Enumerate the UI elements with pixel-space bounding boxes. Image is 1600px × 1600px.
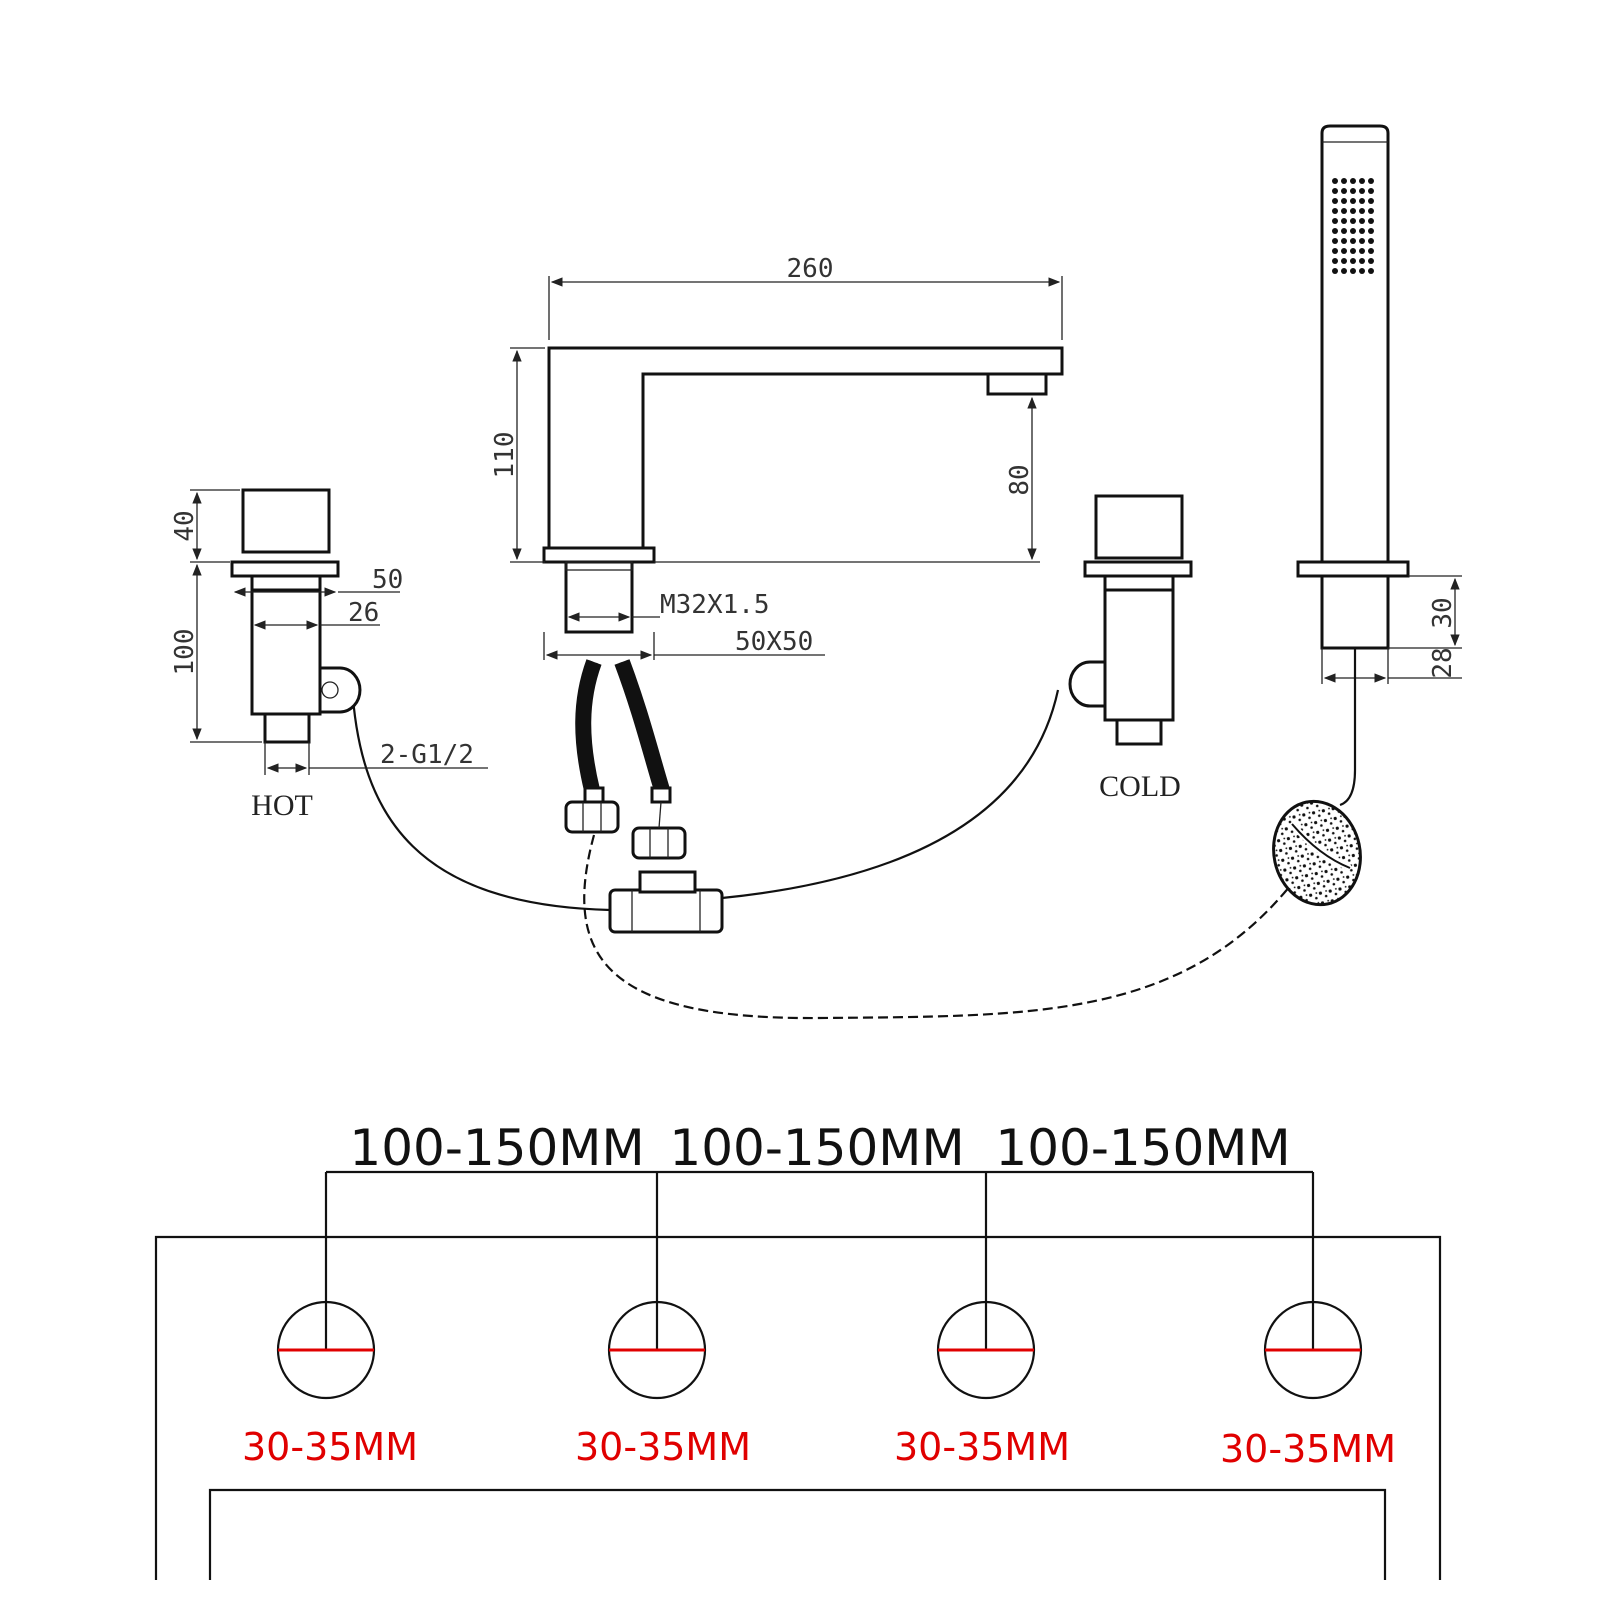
dim-handle-height: 40	[170, 510, 200, 541]
shower-hose-upper	[1339, 648, 1357, 807]
braided-hoses	[564, 659, 687, 860]
dim-outlet-height: 80	[1005, 464, 1035, 495]
dim-thread: M32X1.5	[660, 590, 770, 620]
dim-holder-diameter: 28	[1428, 647, 1458, 678]
hot-valve: 40 100 50 26 2-G1/2	[170, 488, 488, 775]
cold-feed-hose	[721, 689, 1060, 900]
dim-base-size: 50X50	[735, 627, 813, 657]
dim-holder-height: 30	[1428, 597, 1458, 628]
tap-hole-3	[936, 1300, 1036, 1400]
shower-hose	[583, 834, 1291, 1020]
dim-spout-height: 110	[490, 432, 520, 479]
spout: 260 110 80 M32X1.5 50X50	[490, 254, 1064, 660]
dim-flange-width: 50	[372, 565, 403, 595]
spacing-dimension	[324, 1170, 1315, 1350]
tap-hole-4	[1263, 1300, 1363, 1400]
spacing-label-2: 100-150MM	[669, 1119, 964, 1177]
bath-rim	[154, 1235, 1442, 1580]
tap-hole-1	[276, 1300, 376, 1400]
hot-feed-hose	[350, 684, 611, 912]
dim-inlet-thread: 2-G1/2	[380, 740, 474, 770]
dim-spout-width: 260	[787, 254, 834, 284]
hole-size-label-1: 30-35MM	[242, 1425, 418, 1469]
cold-valve	[1068, 494, 1193, 746]
coiled-hose	[1272, 799, 1362, 907]
dim-body-width: 26	[348, 598, 379, 628]
hot-label: HOT	[251, 789, 313, 822]
hole-size-label-3: 30-35MM	[894, 1425, 1070, 1469]
spacing-label-3: 100-150MM	[995, 1119, 1290, 1177]
dim-valve-body-height: 100	[170, 629, 200, 676]
t-connector	[608, 870, 724, 934]
cold-label: COLD	[1099, 770, 1181, 803]
spacing-label-1: 100-150MM	[349, 1119, 644, 1177]
tap-hole-2	[607, 1300, 707, 1400]
hole-size-label-2: 30-35MM	[575, 1425, 751, 1469]
spray-nozzles	[1332, 178, 1374, 274]
hand-shower: 30 28	[1296, 124, 1462, 684]
hole-size-label-4: 30-35MM	[1220, 1427, 1396, 1471]
